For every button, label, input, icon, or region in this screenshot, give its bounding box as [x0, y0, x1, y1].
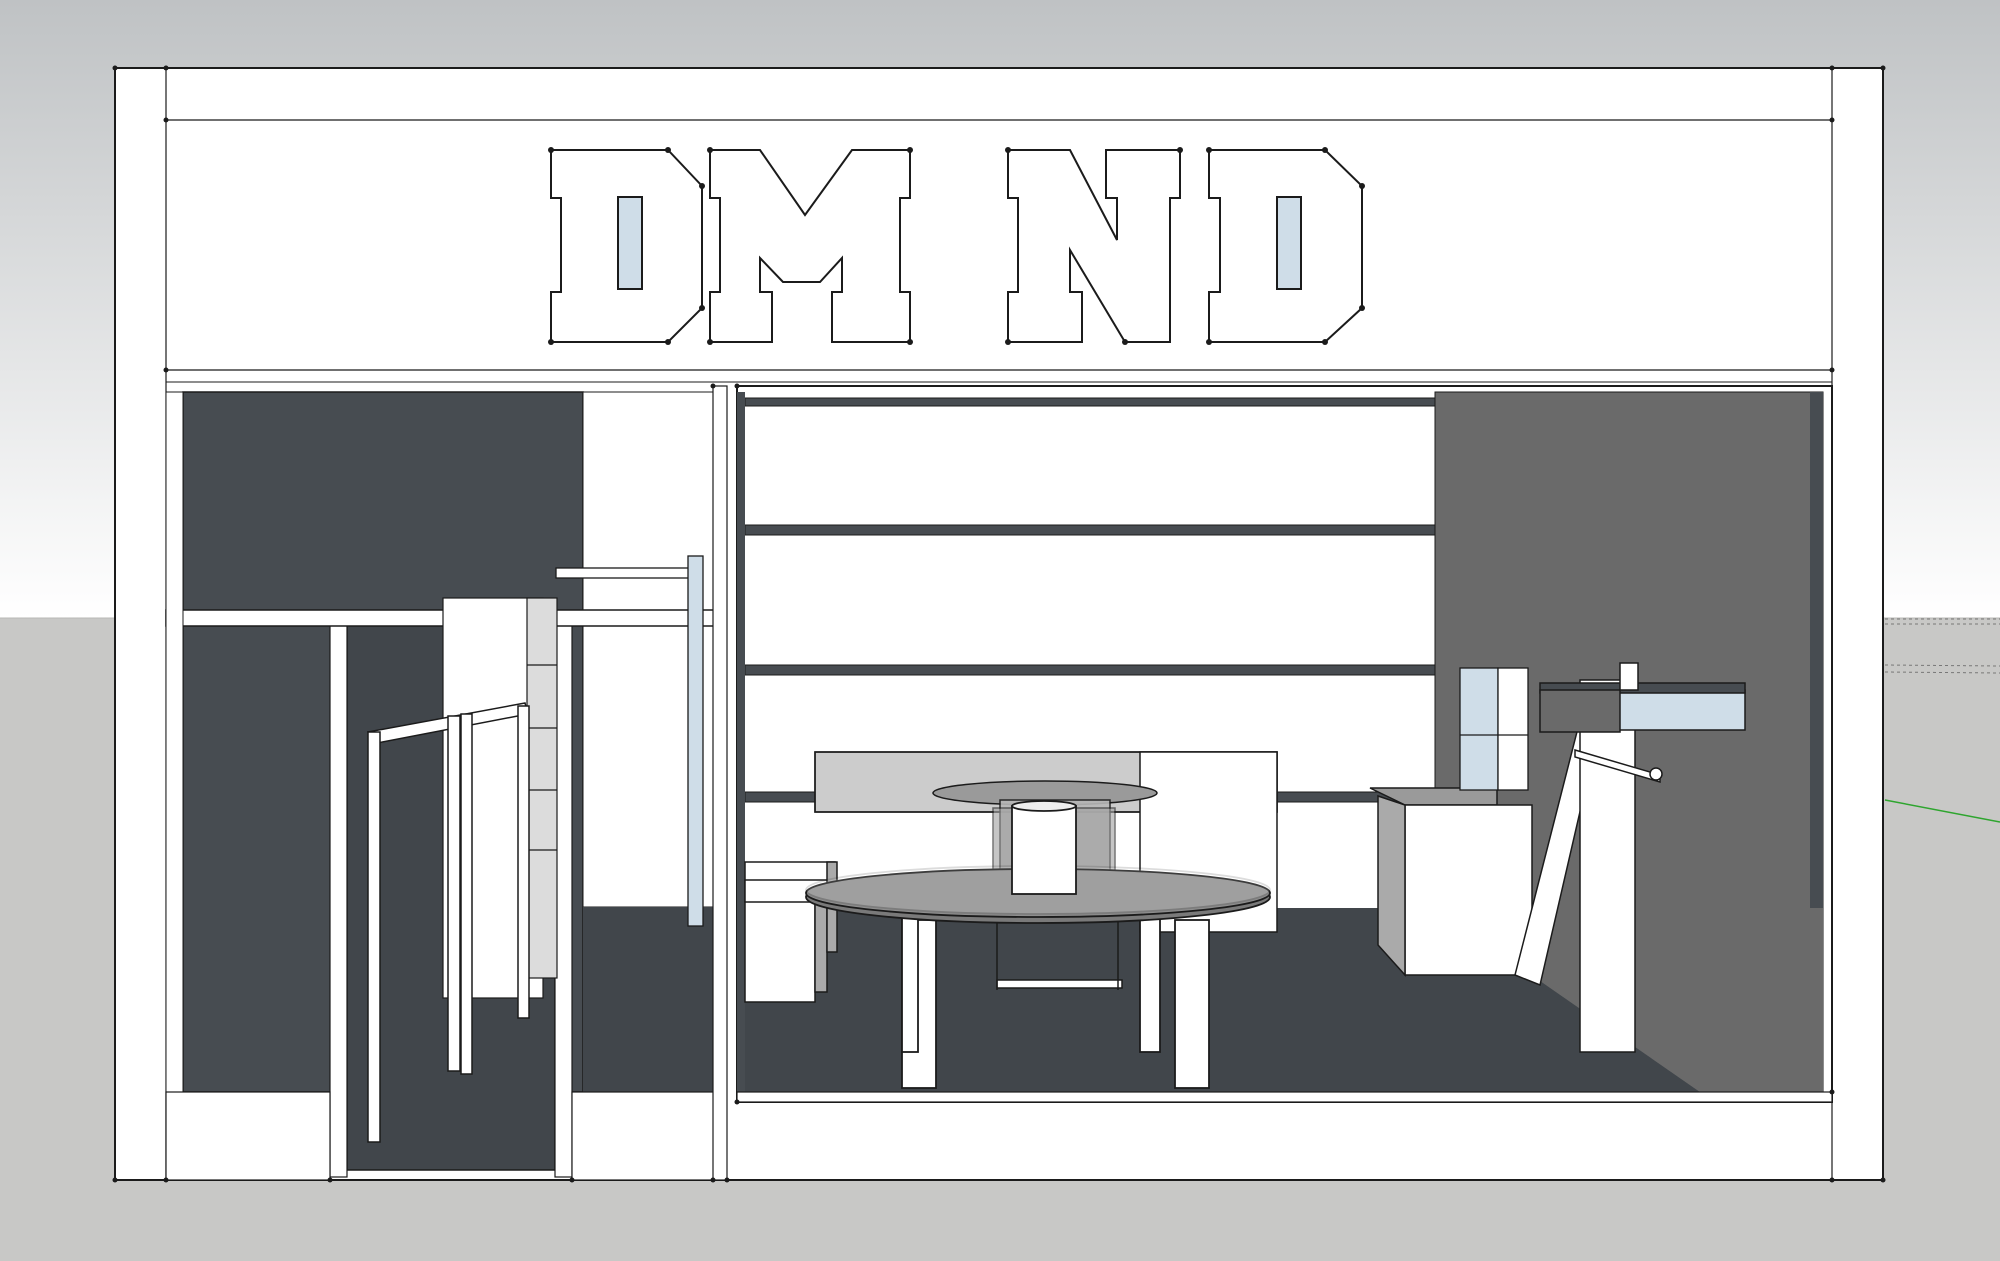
- main-left-side-wall: [737, 392, 745, 1092]
- sign-lettering[interactable]: [550, 149, 1363, 343]
- sign-vertex-markers: [548, 147, 1365, 345]
- round-table[interactable]: [805, 800, 1271, 1089]
- upper-hanging-rail[interactable]: [555, 555, 704, 927]
- clothing-rail[interactable]: [367, 702, 530, 1143]
- left-base: [165, 1091, 331, 1181]
- green-axis-line: [1884, 799, 2000, 823]
- ladder-shelf[interactable]: [1514, 662, 1746, 1053]
- transom-bar: [165, 609, 717, 627]
- guide-point-markers: [112, 65, 1886, 1183]
- main-window-sill: [736, 1091, 1833, 1103]
- mid-base: [571, 1091, 723, 1181]
- right-dashed-guides: [1884, 618, 2000, 674]
- left-floor: [583, 907, 713, 1092]
- glass-cabinet[interactable]: [1459, 667, 1529, 791]
- left-section-divider-post: [712, 385, 728, 1181]
- door-frame-left: [329, 624, 348, 1178]
- right-counter[interactable]: [1369, 787, 1533, 977]
- left-pier-front: [165, 391, 184, 1181]
